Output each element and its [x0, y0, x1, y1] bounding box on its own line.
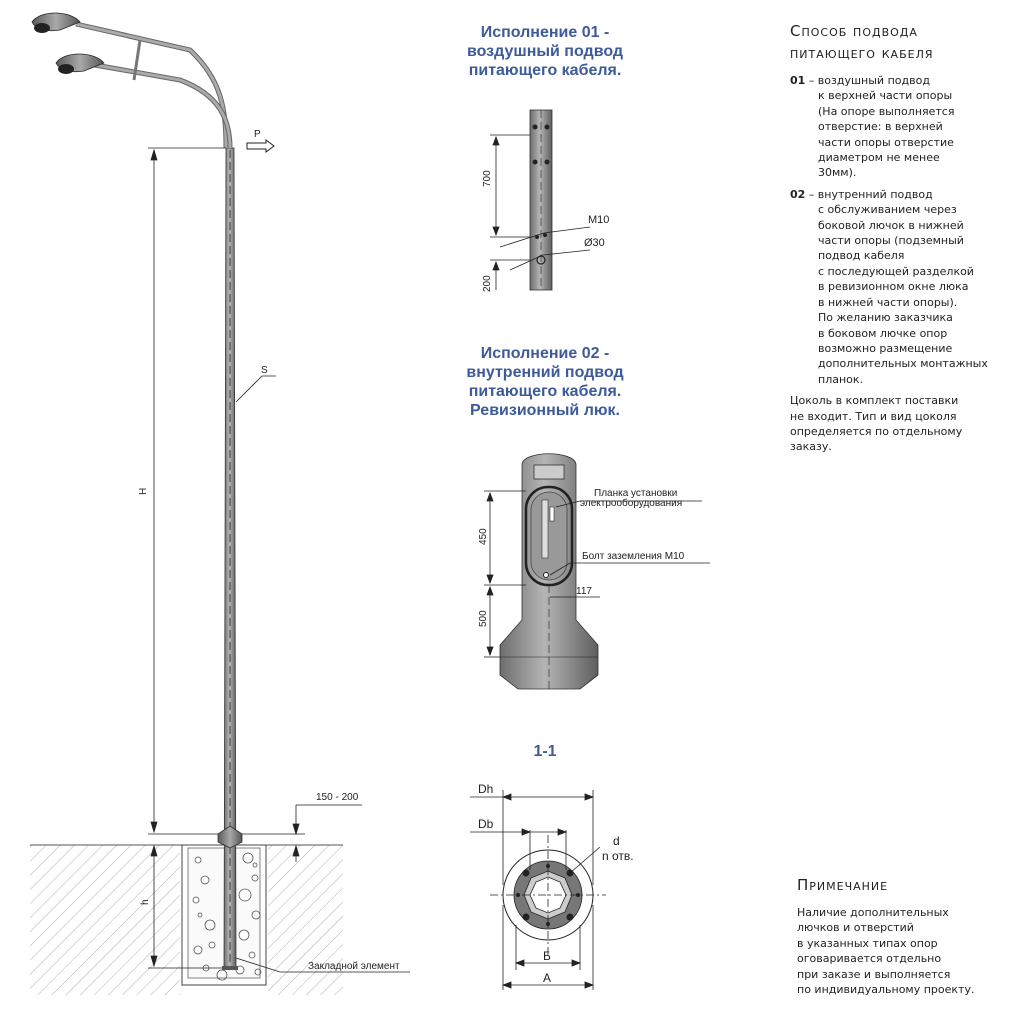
note-text: Наличие дополнительных лючков и отверсти…	[797, 906, 975, 997]
label-n: n отв.	[602, 849, 634, 863]
label-d: d	[613, 834, 620, 848]
dim-450: 450	[478, 528, 489, 545]
label-m10: M10	[588, 214, 609, 226]
label-embed: Закладной элемент	[308, 961, 400, 972]
section-title: 1-1	[533, 743, 557, 760]
method-heading: Способ подвода питающего кабеля	[790, 22, 934, 62]
variant02-drawing: 450 500 117 Планка установки электрообор…	[478, 453, 710, 690]
wind-arrow	[246, 139, 275, 153]
leader-s	[235, 375, 276, 403]
label-plank-1: Планка установки	[594, 488, 677, 499]
label-plank-2: электрооборудования	[580, 497, 682, 509]
label-s: S	[261, 365, 268, 376]
method-item-01: 01 – воздушный подвод к верхней части оп…	[790, 74, 955, 180]
section-drawing: Dh Db d n отв. Б А	[470, 782, 634, 990]
label-h-lower: h	[140, 899, 151, 905]
label-db: Db	[478, 817, 494, 831]
ground-hatch	[30, 844, 343, 995]
dim-500: 500	[478, 610, 489, 627]
pole-arms	[75, 21, 233, 149]
method-list: 01 – воздушный подвод к верхней части оп…	[790, 73, 995, 455]
dim-200: 200	[482, 275, 493, 292]
label-a: А	[543, 971, 551, 985]
dim-117: 117	[576, 586, 592, 597]
label-d30: Ø30	[584, 237, 605, 249]
label-b: Б	[543, 949, 551, 963]
variant01-title: Исполнение 01 - воздушный подвод питающе…	[466, 24, 624, 79]
label-150-200: 150 - 200	[316, 792, 359, 803]
dim-h-lower	[148, 844, 222, 969]
label-p: P	[254, 129, 261, 140]
method-item-02: 02 – внутренний подвод с обслуживанием ч…	[790, 187, 988, 386]
lamp-heads	[31, 12, 105, 74]
pole-shaft	[217, 147, 243, 970]
dim-h-upper	[148, 147, 226, 835]
variant01-drawing: 700 200 M10 Ø30	[482, 109, 609, 292]
label-h-upper: H	[138, 488, 149, 495]
variant02-title: Исполнение 02 - внутренний подвод питающ…	[466, 345, 624, 419]
note-heading: Примечание	[797, 876, 889, 894]
label-bolt: Болт заземления М10	[582, 551, 685, 562]
dim-700: 700	[482, 170, 493, 187]
leader-embed	[235, 957, 410, 973]
label-dh: Dh	[478, 782, 493, 796]
dim-150-200	[242, 804, 362, 862]
base-note: Цоколь в комплект поставки не входит. Ти…	[790, 394, 963, 454]
